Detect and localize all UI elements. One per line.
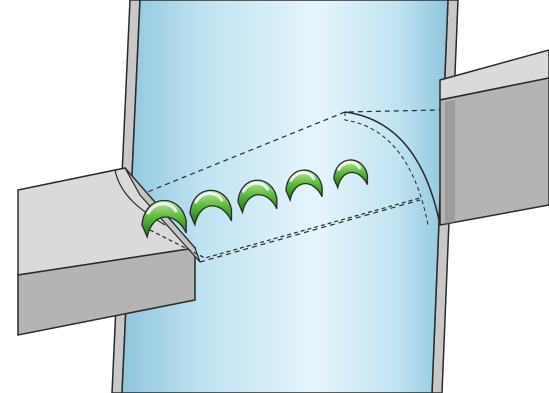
right-beam xyxy=(440,50,549,225)
pipe-body xyxy=(122,0,448,393)
